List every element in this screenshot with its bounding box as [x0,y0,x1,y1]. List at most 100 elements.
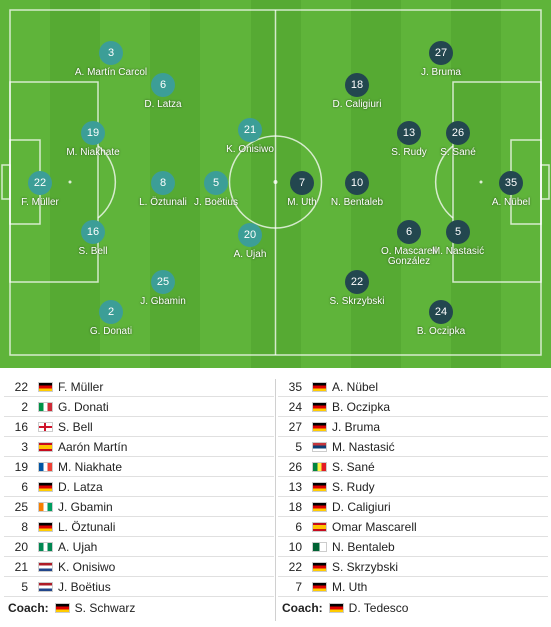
flag-icon [328,603,344,613]
shirt-number: 19 [81,121,105,145]
pitch-markings [1,9,550,356]
player-name: F. Müller [21,197,59,208]
flag-icon [312,561,327,572]
flag-icon [38,541,53,552]
flag-icon [312,521,327,532]
shirt-number: 5 [295,439,302,454]
player-name: J. Gbamin [140,296,186,307]
flag-icon [312,441,327,452]
shirt-number: 21 [238,118,262,142]
away-player-marker[interactable]: 13 S. Rudy [364,121,454,161]
player-name: S. Sané [440,147,476,158]
player-name: D. Caligiuri [332,99,382,110]
shirt-number: 16 [81,220,105,244]
player-name: D. Latza [144,99,182,110]
shirt-number: 16 [14,419,28,434]
shirt-number: 5 [21,579,28,594]
player-name: S. Skrzybski [329,296,385,307]
column-divider [275,379,276,621]
pitch-stripe [50,0,102,368]
shirt-number: 6 [397,220,421,244]
player-name: J. Gbamin [58,499,113,514]
shirt-number: 20 [14,539,28,554]
flag-icon [312,581,327,592]
shirt-number: 24 [429,300,453,324]
player-name: A. Nübel [491,197,531,208]
shirt-number: 18 [345,73,369,97]
shirt-number: 6 [295,519,302,534]
player-name: J. Bruma [420,67,461,78]
coach-row: Coach: S. Schwarz [4,597,274,619]
player-name: D. Caligiuri [332,499,391,514]
player-name: S. Rudy [332,479,375,494]
player-name: S. Rudy [391,147,427,158]
away-player-marker[interactable]: 18 D. Caligiuri [312,73,402,113]
flag-icon [38,461,53,472]
shirt-number: 7 [295,579,302,594]
shirt-number: 24 [288,399,302,414]
shirt-number: 13 [397,121,421,145]
flag-icon [38,521,53,532]
flag-icon [38,501,53,512]
shirt-number: 26 [288,459,302,474]
player-name: D. Latza [58,479,103,494]
coach-label: Coach: [8,601,49,615]
coach-name[interactable]: D. Tedesco [348,601,409,615]
home-player-marker[interactable]: 19 M. Niakhate [48,121,138,161]
shirt-number: 7 [290,171,314,195]
player-name: M. Niakhate [66,147,120,158]
shirt-number: 8 [151,171,175,195]
shirt-number: 21 [14,559,28,574]
coach-label: Coach: [282,601,323,615]
player-name: M. Niakhate [58,459,123,474]
flag-icon [312,461,327,472]
shirt-number: 5 [446,220,470,244]
flag-icon [312,481,327,492]
player-name: G. Donati [58,399,109,414]
flag-icon [38,561,53,572]
flag-icon [312,421,327,432]
coach-name[interactable]: S. Schwarz [74,601,136,615]
